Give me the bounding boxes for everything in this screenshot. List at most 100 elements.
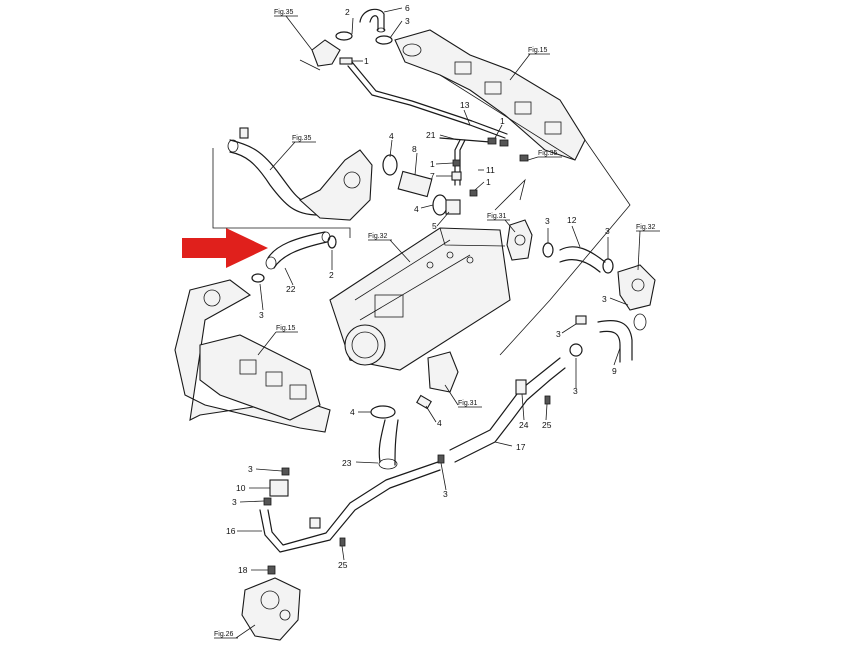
- label-16: 16: [226, 526, 236, 536]
- label-4: 4: [389, 131, 394, 141]
- hose-22: [265, 231, 331, 270]
- engine-cooler-block: [329, 227, 511, 371]
- label-24: 24: [519, 420, 529, 430]
- figref-fig31-lower: Fig.31: [458, 400, 478, 407]
- label-5: 5: [432, 221, 437, 231]
- filter-housing-fig26: [241, 577, 301, 641]
- figref-fig26: Fig.26: [214, 631, 234, 638]
- fitting-1-mid: [452, 159, 461, 167]
- label-7: 7: [430, 171, 435, 181]
- label-2: 2: [329, 270, 334, 280]
- hose-17: [449, 357, 566, 463]
- figref-fig35-right: Fig.35: [538, 150, 558, 157]
- label-1: 1: [364, 56, 369, 66]
- figref-fig35-top: Fig.35: [274, 9, 294, 16]
- bolt-25-lower: [339, 537, 346, 547]
- right-group-bracket: [499, 139, 631, 356]
- label-4: 4: [350, 407, 355, 417]
- clamp-4-lower: [432, 194, 448, 216]
- label-17: 17: [516, 442, 526, 452]
- hose-23: [378, 419, 399, 470]
- clamp-2-top: [335, 31, 353, 41]
- clamp-3-r2: [602, 258, 614, 274]
- figref-fig32-right: Fig.32: [636, 224, 656, 231]
- clamp-2-mid: [327, 235, 337, 249]
- fitting-1-lower: [469, 189, 478, 197]
- bracket-24: [515, 379, 527, 395]
- hose-6: [359, 8, 386, 33]
- hose-12: [559, 246, 606, 273]
- fitting-7: [451, 171, 462, 181]
- label-3: 3: [259, 310, 264, 320]
- bracket-25-lower: [309, 517, 321, 529]
- red-pointer-arrow: [182, 228, 268, 268]
- figref-fig31-upper: Fig.31: [487, 213, 507, 220]
- label-3: 3: [405, 16, 410, 26]
- clamp-4-upper: [382, 154, 398, 176]
- label-3: 3: [556, 329, 561, 339]
- leader-lines: [237, 7, 629, 571]
- label-3: 3: [605, 226, 610, 236]
- label-8: 8: [412, 144, 417, 154]
- figref-fig15-top: Fig.15: [528, 47, 548, 54]
- sleeve-10: [269, 479, 289, 497]
- clamp-3-left: [251, 273, 265, 283]
- label-12: 12: [567, 215, 577, 225]
- label-6: 6: [405, 3, 410, 13]
- fitting-5: [445, 199, 461, 215]
- label-23: 23: [342, 458, 352, 468]
- fitting-3-hose17: [437, 454, 445, 464]
- clamp-4-mid: [370, 405, 396, 419]
- pipe-13: [347, 61, 508, 139]
- part-number-labels: 2 6 3 1 13 21 1 4 8 1 7 11 1 4 5 22 2 3 …: [226, 3, 617, 575]
- clamp-3-r4: [569, 343, 583, 357]
- flange-fig31-upper: [506, 219, 533, 261]
- label-22: 22: [286, 284, 296, 294]
- clamp-3-lower-a: [281, 467, 290, 476]
- label-25: 25: [542, 420, 552, 430]
- clamp-3-r1: [542, 242, 554, 258]
- clamp-3-lower-b: [263, 497, 272, 506]
- fitting-18: [267, 565, 276, 575]
- label-1: 1: [486, 177, 491, 187]
- label-11: 11: [486, 165, 495, 175]
- label-2: 2: [345, 7, 350, 17]
- pipe-21: [439, 137, 529, 186]
- pipe-16: [259, 461, 441, 553]
- label-1: 1: [500, 116, 505, 126]
- label-4: 4: [414, 204, 419, 214]
- exhaust-manifold-upper: [394, 29, 586, 161]
- label-10: 10: [236, 483, 246, 493]
- label-3: 3: [232, 497, 237, 507]
- label-25: 25: [338, 560, 348, 570]
- clamp-3-top: [375, 35, 393, 45]
- pump-elbow-housing: [299, 149, 373, 221]
- fig35-bracket: [212, 148, 351, 238]
- mid-group-bracket: [494, 178, 526, 211]
- exhaust-manifold-lower: [174, 279, 331, 433]
- hose-9: [597, 313, 647, 363]
- flange-fig31-lower: [427, 351, 459, 393]
- hose-8: [397, 170, 433, 198]
- label-4: 4: [437, 418, 442, 428]
- label-1: 1: [430, 159, 435, 169]
- figref-fig35-mid: Fig.35: [292, 135, 312, 142]
- label-3: 3: [443, 489, 448, 499]
- housing-fig32-right: [617, 264, 656, 311]
- figref-fig15-lower: Fig.15: [276, 325, 296, 332]
- figref-fig32-center: Fig.32: [368, 233, 388, 240]
- label-9: 9: [612, 366, 617, 376]
- clamp-3-r3: [575, 315, 587, 325]
- label-13: 13: [460, 100, 470, 110]
- fitting-4-right: [416, 394, 432, 410]
- bolt-25-right: [544, 395, 551, 405]
- fitting-1-top: [339, 57, 353, 65]
- label-3: 3: [545, 216, 550, 226]
- label-3: 3: [248, 464, 253, 474]
- label-21: 21: [426, 130, 436, 140]
- elbow-fitting-fig35-top: [299, 39, 341, 71]
- label-18: 18: [238, 565, 248, 575]
- figure-references: Fig.35 Fig.15 Fig.35 Fig.35 Fig.31 Fig.3…: [214, 9, 660, 639]
- label-3: 3: [602, 294, 607, 304]
